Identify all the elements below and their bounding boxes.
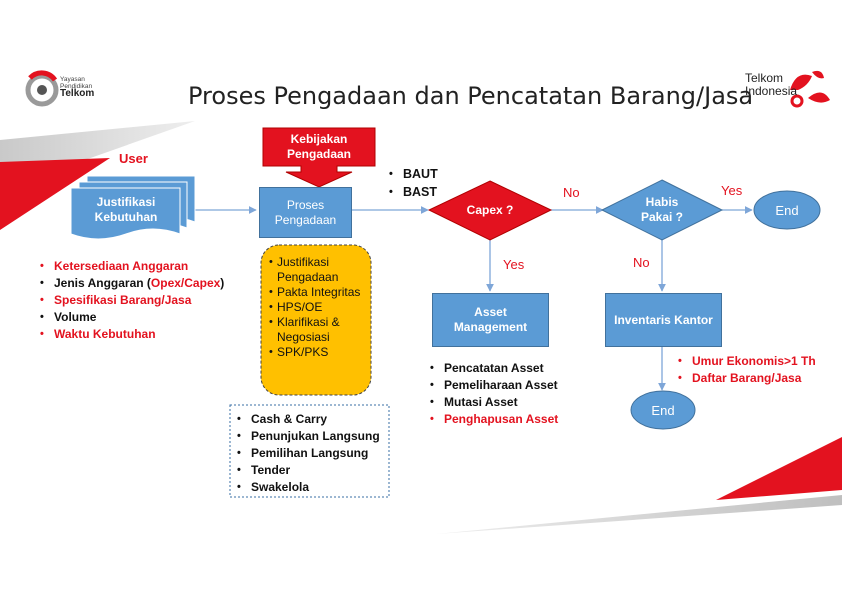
proses-pengadaan-node: Proses Pengadaan	[259, 187, 352, 238]
swoosh-grey-right	[436, 495, 842, 534]
list-item: Volume	[40, 309, 224, 326]
capex-node: Capex ?	[452, 200, 528, 220]
asset-management-list: Pencatatan Asset Pemeliharaan Asset Muta…	[430, 360, 558, 428]
inventaris-kantor-node: Inventaris Kantor	[605, 293, 722, 347]
habis-label: Habis Pakai ?	[640, 195, 684, 224]
user-label: User	[119, 151, 148, 166]
list-item: Umur Ekonomis>1 Th	[678, 353, 816, 370]
justifikasi-kebutuhan-node: Justifikasi Kebutuhan	[73, 190, 179, 230]
asset-management-node: Asset Management	[432, 293, 549, 347]
end-node-bottom: End	[631, 400, 695, 420]
ypt-logo-icon	[25, 70, 59, 107]
list-item: Mutasi Asset	[430, 394, 558, 411]
swoosh-red-left	[0, 158, 110, 230]
metode-frame-shape	[229, 404, 390, 498]
habis-no-label: No	[633, 255, 650, 270]
logo-left-line2: Pendidikan	[60, 83, 93, 90]
logo-left-line3: Telkom	[60, 88, 95, 99]
list-item: Waktu Kebutuhan	[40, 326, 224, 343]
bast-label: BAST	[389, 183, 438, 201]
doc-item-text: HPS/OE	[277, 300, 323, 314]
logo-right-line2: Indonesia	[745, 84, 798, 98]
justifikasi-label: Justifikasi Kebutuhan	[94, 195, 158, 224]
kebijakan-arrow-shape	[262, 127, 376, 188]
end-bottom-label: End	[651, 402, 675, 418]
kebijakan-pengadaan-node: Kebijakan Pengadaan	[263, 130, 375, 164]
jenis-opex-capex: Opex/Capex	[150, 276, 221, 290]
capex-no-label: No	[563, 185, 580, 200]
list-item-jenis-anggaran: Jenis Anggaran (Opex/Capex)	[40, 275, 224, 292]
list-item: SPK/PKS	[269, 345, 367, 360]
inventaris-label: Inventaris Kantor	[614, 312, 713, 327]
doc-item-text: SPK/PKS	[277, 345, 329, 359]
capex-decision-shape	[427, 180, 553, 241]
habis-pakai-node: Habis Pakai ?	[627, 195, 697, 225]
list-item: Pemeliharaan Asset	[430, 377, 558, 394]
doc-item-text: Klarifikasi & Negosiasi	[277, 315, 340, 344]
list-item: HPS/OE	[269, 300, 367, 315]
user-requirements-list: Ketersediaan Anggaran Jenis Anggaran (Op…	[40, 258, 224, 343]
justifikasi-document-stack	[70, 175, 196, 240]
jenis-suffix: )	[220, 276, 225, 290]
logo-right-line1: Telkom	[745, 71, 784, 85]
proses-docs-list: Justifikasi Pengadaan Pakta Integritas H…	[269, 255, 367, 360]
page-title: Proses Pengadaan dan Pencatatan Barang/J…	[188, 82, 754, 110]
doc-item-text: Pakta Integritas	[277, 285, 361, 299]
list-item: Daftar Barang/Jasa	[678, 370, 816, 387]
list-item: Pakta Integritas	[269, 285, 367, 300]
list-item: Justifikasi Pengadaan	[269, 255, 367, 285]
logo-left-line1: Yayasan	[60, 76, 85, 83]
asset-label: Asset Management	[453, 305, 528, 334]
list-item: Spesifikasi Barang/Jasa	[40, 292, 224, 309]
baut-label: BAUT	[389, 165, 438, 183]
metode-pengadaan-list: Cash & Carry Penunjukan Langsung Pemilih…	[237, 411, 380, 496]
list-item: Pencatatan Asset	[430, 360, 558, 377]
swoosh-red-right	[716, 437, 842, 500]
list-item: Swakelola	[237, 479, 380, 496]
list-item: Penghapusan Asset	[430, 411, 558, 428]
inventaris-list: Umur Ekonomis>1 Th Daftar Barang/Jasa	[678, 353, 816, 387]
list-item: Klarifikasi & Negosiasi	[269, 315, 367, 345]
capex-label: Capex ?	[466, 202, 514, 217]
habis-pakai-decision-shape	[600, 179, 724, 241]
end-oval-bottom-shape	[630, 390, 696, 430]
kebijakan-label: Kebijakan Pengadaan	[286, 132, 352, 161]
list-item: Penunjukan Langsung	[237, 428, 380, 445]
end-oval-top-shape	[753, 190, 821, 230]
list-item: Pemilihan Langsung	[237, 445, 380, 462]
list-item: Cash & Carry	[237, 411, 380, 428]
capex-yes-label: Yes	[503, 257, 525, 272]
list-item: Tender	[237, 462, 380, 479]
doc-item-text: Justifikasi Pengadaan	[277, 255, 339, 284]
baut-bast-list: BAUT BAST	[389, 165, 438, 201]
habis-yes-label: Yes	[721, 183, 743, 198]
telkom-indonesia-logo-icon	[790, 70, 830, 108]
end-top-label: End	[775, 202, 799, 218]
proses-label: Proses Pengadaan	[274, 197, 337, 227]
end-node-top: End	[754, 200, 820, 220]
list-item: Ketersediaan Anggaran	[40, 258, 224, 275]
telkom-indonesia-logo: Telkom Indonesia	[745, 72, 797, 98]
jenis-prefix: Jenis Anggaran (	[54, 276, 151, 290]
